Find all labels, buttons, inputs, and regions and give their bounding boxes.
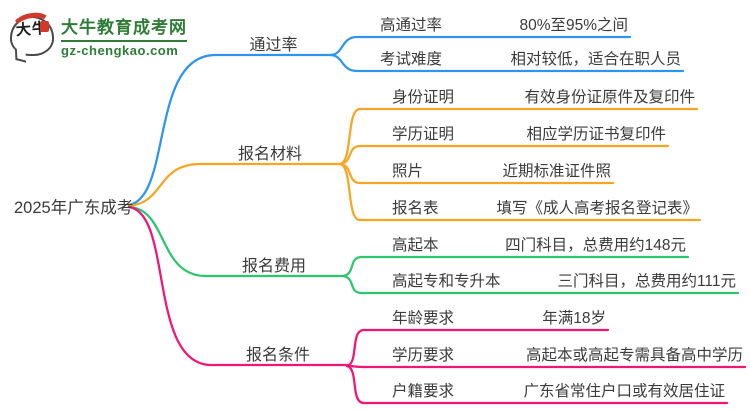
node-value: 年满18岁 [542,309,606,327]
node-row: 照片 近期标准证件照 [362,160,613,182]
node-label: 高起本 [392,236,439,254]
node-label: 考试难度 [380,50,443,68]
branch-lines-materials [127,107,702,222]
node-row: 身份证明 有效身份证原件及复印件 [362,86,697,108]
site-logo: 大牛 大牛教育成考网 gz-chengkao.com [10,9,187,58]
node-row: 高通过率 80%至95%之间 [362,14,630,36]
node-value: 相应学历证书复印件 [526,125,666,143]
node-value: 四门科目，总费用约148元 [505,236,686,254]
branch-label-fees: 报名费用 [241,258,306,275]
node-row: 年龄要求 年满18岁 [362,307,608,329]
node-label: 学历要求 [392,346,455,364]
node-row: 考试难度 相对较低，适合在职人员 [362,48,683,70]
node-label: 学历证明 [392,125,455,143]
node-value: 相对较低，适合在职人员 [510,50,681,68]
node-row: 高起本 四门科目，总费用约148元 [362,234,688,256]
node-row: 学历证明 相应学历证书复印件 [362,123,668,145]
node-row: 高起专和专升本 三门科目，总费用约111元 [362,270,738,292]
logo-speech-bubble-icon: 大牛 [10,9,54,56]
node-label: 户籍要求 [392,382,455,400]
node-label: 年龄要求 [392,309,455,327]
branch-label-pass-rate: 通过率 [249,37,298,54]
node-value: 高起本或高起专需具备高中学历 [525,346,743,364]
branch-label-requirements: 报名条件 [245,347,310,364]
node-value: 80%至95%之间 [519,16,628,34]
node-value: 有效身份证原件及复印件 [524,88,695,106]
node-value: 广东省常住户口或有效居住证 [523,382,725,400]
node-value: 填写《成人高考报名登记表》 [496,199,698,217]
node-label: 高通过率 [380,16,443,34]
branch-label-materials: 报名材料 [237,146,302,163]
node-label: 高起专和专升本 [392,272,501,290]
site-name: 大牛教育成考网 [61,18,187,37]
root-node: 2025年广东成考 [14,199,134,217]
node-row: 学历要求 高起本或高起专需具备高中学历 [362,344,745,366]
branch-lines-requirements [127,205,747,405]
node-label: 报名表 [392,199,439,217]
site-domain: gz-chengkao.com [61,40,187,58]
node-value: 三门科目，总费用约111元 [557,272,736,290]
node-value: 近期标准证件照 [502,162,611,180]
node-row: 报名表 填写《成人高考报名登记表》 [362,197,700,219]
logo-seal-icon [40,20,49,32]
logo-text-block: 大牛教育成考网 gz-chengkao.com [61,13,187,58]
branch-lines-fees [127,205,740,295]
node-label: 身份证明 [392,88,455,106]
node-row: 户籍要求 广东省常住户口或有效居住证 [362,380,727,402]
branch-lines-pass-rate [127,35,685,207]
node-label: 照片 [392,162,424,180]
